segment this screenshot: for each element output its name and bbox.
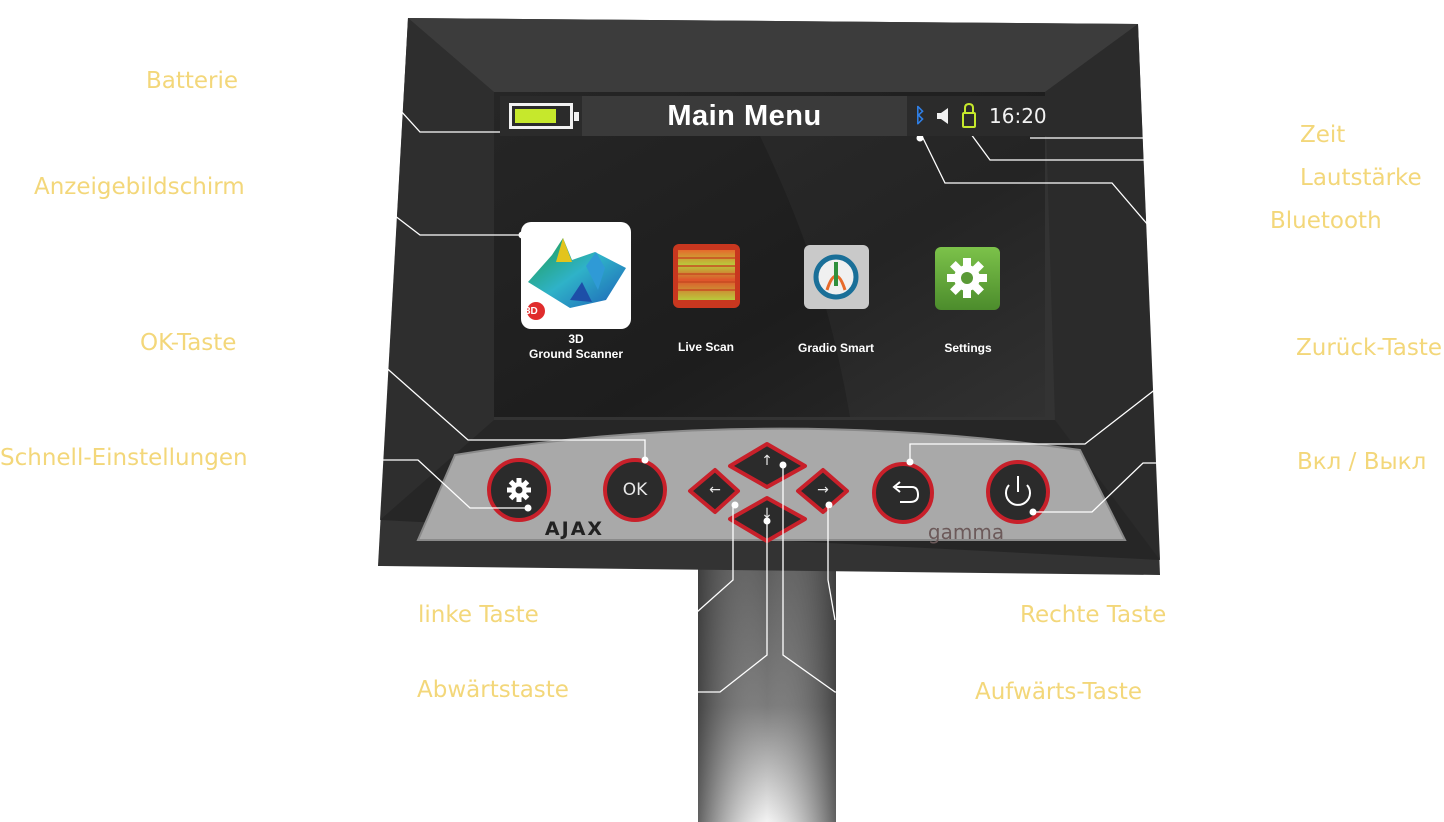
left-arrow-icon: ←: [709, 482, 721, 498]
quick-settings-button[interactable]: [487, 458, 551, 522]
app-3d-ground-scanner[interactable]: 3D Ground Scanner: [516, 332, 636, 362]
volume-icon: [937, 108, 948, 124]
battery-icon: [509, 103, 579, 129]
page-title: Main Menu: [582, 96, 907, 136]
callout-bluetooth: Bluetooth: [1270, 208, 1382, 234]
3d-terrain-icon: [528, 238, 626, 308]
status-bar: Main Menu ᛒ 16:20: [500, 96, 1047, 136]
callout-up-key: Aufwärts-Taste: [975, 679, 1143, 705]
app-3d-ground-scanner-tile[interactable]: [521, 222, 631, 329]
brand-logo-gamma: gamma: [927, 520, 1005, 544]
app-live-scan-tile[interactable]: [673, 244, 740, 308]
brand-logo-ajax: AJAX: [544, 518, 605, 540]
callout-left-key: linke Taste: [418, 602, 539, 628]
callout-down-key: Abwärtstaste: [417, 677, 569, 703]
app-label: 3D Ground Scanner: [528, 332, 623, 361]
callout-right-key: Rechte Taste: [1020, 602, 1167, 628]
lock-icon: [962, 102, 976, 128]
callout-back-key: Zurück-Taste: [1296, 335, 1443, 361]
ok-button-label: OK: [622, 480, 648, 500]
down-arrow-icon: ↓: [761, 506, 773, 522]
status-indicators: ᛒ 16:20: [907, 96, 1047, 136]
app-gradio-smart[interactable]: Gradio Smart: [780, 341, 892, 356]
app-label: Live Scan: [677, 340, 735, 354]
app-settings-tile[interactable]: [935, 247, 1000, 310]
ok-button[interactable]: [603, 458, 667, 522]
app-3d-badge: 3D: [525, 306, 538, 317]
power-button[interactable]: [986, 460, 1050, 524]
leader-lines: [240, 87, 1300, 693]
app-label: Gradio Smart: [797, 341, 875, 355]
right-button[interactable]: [796, 468, 849, 514]
callout-ok-key: OK-Taste: [140, 330, 237, 356]
callout-volume: Lautstärke: [1300, 165, 1422, 191]
app-gradio-smart-tile[interactable]: [804, 245, 869, 309]
right-arrow-icon: →: [817, 482, 829, 498]
callout-power: Вкл / Выкл: [1297, 449, 1427, 475]
power-icon: [1005, 484, 1031, 506]
bluetooth-icon: ᛒ: [914, 104, 926, 127]
up-arrow-icon: ↑: [761, 453, 773, 469]
callout-display: Anzeigebildschirm: [34, 174, 245, 200]
gear-icon: [947, 258, 987, 298]
app-live-scan[interactable]: Live Scan: [660, 340, 752, 355]
callout-quick-settings: Schnell-Einstellungen: [0, 445, 248, 471]
app-settings[interactable]: Settings: [922, 341, 1014, 356]
back-arrow-icon: [896, 486, 920, 503]
back-button[interactable]: [872, 462, 934, 524]
left-button[interactable]: [688, 468, 740, 514]
up-button[interactable]: [728, 442, 807, 489]
gear-icon: [507, 478, 531, 502]
app-label: Settings: [944, 341, 992, 355]
callout-time: Zeit: [1300, 122, 1346, 148]
battery-level-fill: [515, 109, 556, 123]
callout-battery: Batterie: [146, 68, 239, 94]
status-battery-area: [500, 96, 582, 136]
clock: 16:20: [989, 104, 1047, 128]
